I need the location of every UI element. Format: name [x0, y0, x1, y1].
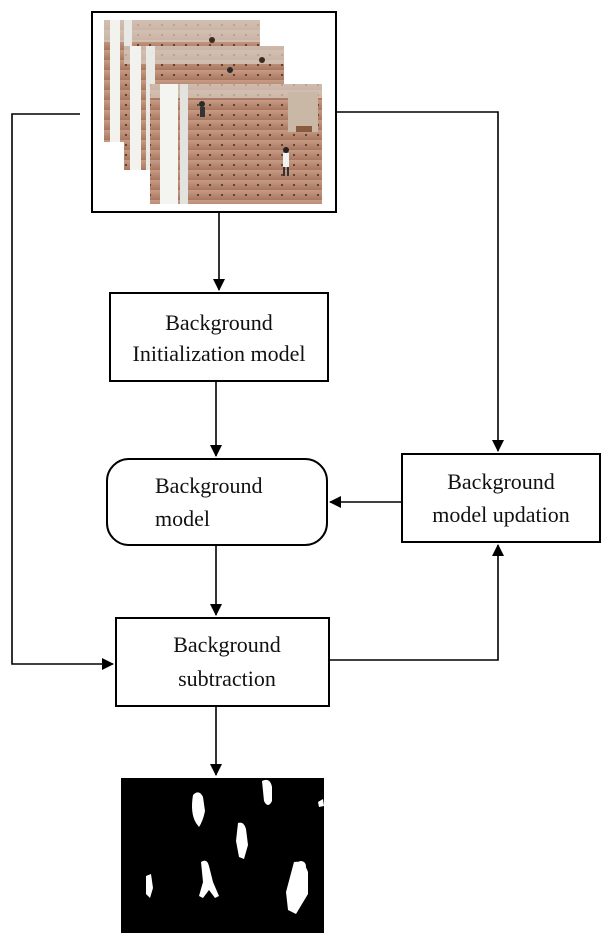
video-frame-3 — [150, 84, 322, 204]
edge-subtraction-to-updation — [329, 544, 504, 661]
bg-model-node: Background model — [106, 458, 328, 546]
bg-model-label-line1: Background — [155, 473, 263, 498]
edge-frames-to-updation — [336, 111, 504, 452]
foreground-blobs — [146, 779, 324, 914]
edge-frames-to-subtraction — [11, 113, 114, 670]
updation-label-line1: Background — [447, 469, 555, 494]
init-model-node: Background Initialization model — [109, 292, 329, 382]
updation-label-line2: model updation — [432, 502, 569, 527]
subtraction-label-line2: subtraction — [178, 666, 276, 691]
subtraction-label-line1: Background — [173, 632, 281, 657]
subtraction-node: Background subtraction — [115, 617, 330, 707]
pedestrian-figure — [283, 147, 289, 176]
init-model-label-line1: Background — [165, 310, 273, 335]
updation-box — [401, 453, 601, 543]
init-model-box — [109, 292, 329, 382]
bg-model-box — [106, 458, 328, 546]
input-frames-node — [91, 11, 337, 213]
subtraction-box — [115, 617, 330, 707]
updation-node: Background model updation — [401, 453, 601, 543]
init-model-label-line2: Initialization model — [133, 341, 306, 366]
connectors — [11, 111, 504, 776]
bg-model-label-line2: model — [155, 506, 210, 531]
foreground-mask-node — [121, 778, 324, 933]
